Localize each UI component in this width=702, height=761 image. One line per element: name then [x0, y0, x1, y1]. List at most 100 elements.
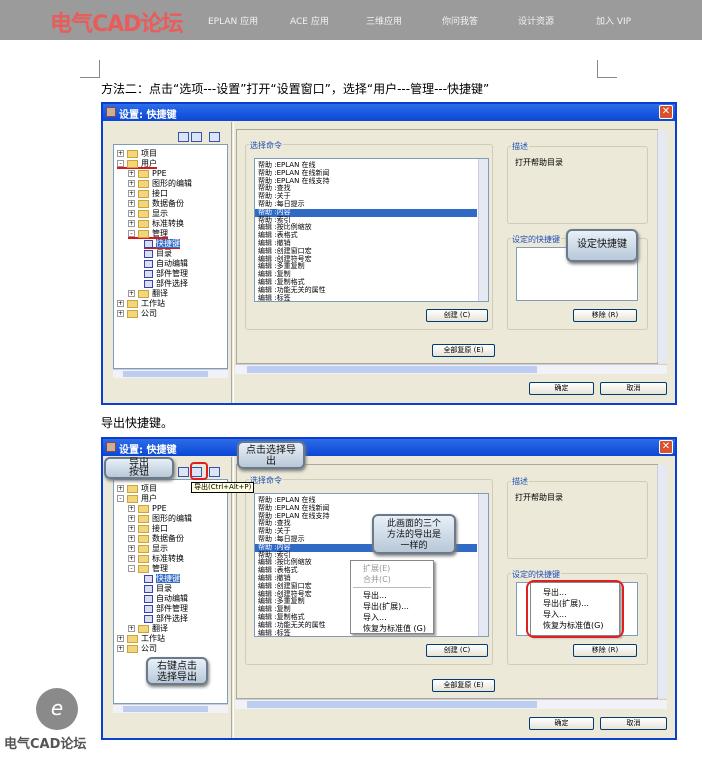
- vertical-scrollbar[interactable]: [657, 465, 667, 697]
- expander-icon[interactable]: +: [128, 290, 135, 297]
- command-item[interactable]: 编辑 :复制: [258, 605, 291, 614]
- tree-horizontal-scrollbar[interactable]: [113, 369, 228, 378]
- expander-icon[interactable]: -: [117, 160, 124, 167]
- command-item[interactable]: 编辑 :多重复制: [258, 597, 305, 606]
- tree-item[interactable]: +图形的编辑: [128, 179, 192, 189]
- expander-icon[interactable]: +: [117, 485, 124, 492]
- tree-item[interactable]: +显示: [128, 209, 168, 219]
- scrollbar-thumb[interactable]: [123, 371, 208, 377]
- expander-icon[interactable]: +: [128, 535, 135, 542]
- tree-item[interactable]: +公司: [117, 309, 157, 319]
- menu-item-export-extended[interactable]: 导出(扩展)...: [543, 599, 589, 608]
- command-list[interactable]: 帮助 :EPLAN 在线帮助 :EPLAN 在线新闻帮助 :EPLAN 在线支持…: [254, 158, 489, 302]
- command-item[interactable]: 编辑 :撤销: [258, 574, 291, 582]
- tree-item[interactable]: 目录: [144, 249, 172, 259]
- create-button[interactable]: 创建 (C): [426, 644, 488, 657]
- tree-item[interactable]: 自动编辑: [144, 594, 188, 604]
- pane-splitter[interactable]: [231, 122, 234, 403]
- expander-icon[interactable]: +: [128, 210, 135, 217]
- horizontal-scrollbar[interactable]: [235, 364, 667, 374]
- tree-item[interactable]: 自动编辑: [144, 259, 188, 269]
- create-button[interactable]: 创建 (C): [426, 309, 488, 322]
- tree-item[interactable]: +工作站: [117, 634, 165, 644]
- command-item[interactable]: 编辑 :复制格式: [258, 278, 305, 286]
- command-item[interactable]: 帮助 :EPLAN 在线支持: [258, 511, 330, 520]
- list-scrollbar[interactable]: [478, 159, 488, 301]
- command-item[interactable]: 编辑 :表格式: [258, 231, 298, 240]
- command-item[interactable]: 编辑 :按比例缩放: [258, 558, 312, 567]
- tree-item[interactable]: +PPE: [128, 504, 167, 514]
- horizontal-scrollbar[interactable]: [235, 699, 667, 709]
- close-button[interactable]: ✕: [659, 440, 673, 454]
- tree-item[interactable]: +翻译: [128, 624, 168, 634]
- tree-horizontal-scrollbar[interactable]: [113, 704, 228, 713]
- nav-resources[interactable]: 设计资源: [518, 17, 555, 27]
- menu-item-export[interactable]: 导出...: [363, 591, 387, 600]
- close-button[interactable]: ✕: [659, 105, 673, 119]
- command-item[interactable]: 编辑 :创建窗口宏: [258, 246, 312, 255]
- tree-item[interactable]: -管理: [128, 229, 168, 239]
- command-item[interactable]: 帮助 :关于: [258, 527, 291, 536]
- ok-button[interactable]: 确定: [529, 382, 594, 395]
- expander-icon[interactable]: +: [128, 170, 135, 177]
- command-item[interactable]: 帮助 :EPLAN 在线新闻: [258, 503, 330, 512]
- expander-icon[interactable]: +: [128, 220, 135, 227]
- toolbar-collapse-icon[interactable]: [178, 132, 189, 142]
- command-item[interactable]: 帮助 :每日提示: [258, 200, 305, 208]
- expander-icon[interactable]: +: [117, 150, 124, 157]
- settings-tree[interactable]: +项目-用户+PPE+图形的编辑+接口+数据备份+显示+标准转换-管理快捷键目录…: [113, 144, 228, 369]
- list-scrollbar[interactable]: [478, 494, 488, 636]
- tree-item[interactable]: 目录: [144, 584, 172, 594]
- cancel-button[interactable]: 取消: [600, 717, 667, 730]
- menu-item-export-extended[interactable]: 导出(扩展)...: [363, 602, 409, 611]
- command-item[interactable]: 帮助 :EPLAN 在线新闻: [258, 168, 330, 177]
- nav-ace[interactable]: ACE 应用: [290, 17, 329, 27]
- command-item[interactable]: 编辑 :标签: [258, 628, 291, 637]
- remove-button[interactable]: 移除 (R): [573, 644, 637, 657]
- tree-item[interactable]: +图形的编辑: [128, 514, 192, 524]
- nav-vip[interactable]: 加入 VIP: [596, 17, 632, 27]
- expander-icon[interactable]: -: [117, 495, 124, 502]
- tree-item[interactable]: -用户: [117, 159, 157, 169]
- cancel-button[interactable]: 取消: [600, 382, 667, 395]
- tree-item[interactable]: +翻译: [128, 289, 168, 299]
- toolbar-expand-icon[interactable]: [209, 132, 220, 142]
- tree-item[interactable]: +标准转换: [128, 219, 184, 229]
- tree-item[interactable]: +接口: [128, 189, 168, 199]
- command-item[interactable]: 编辑 :创建符号宏: [258, 589, 312, 598]
- tree-item[interactable]: +显示: [128, 544, 168, 554]
- expander-icon[interactable]: +: [117, 310, 124, 317]
- command-item[interactable]: 帮助 :索引: [258, 550, 291, 559]
- nav-3d[interactable]: 三维应用: [366, 17, 403, 27]
- tree-item[interactable]: +工作站: [117, 299, 165, 309]
- command-item[interactable]: 编辑 :表格式: [258, 566, 298, 575]
- toolbar-expand-icon[interactable]: [209, 467, 220, 477]
- command-item[interactable]: 编辑 :创建符号宏: [258, 254, 312, 263]
- tree-item[interactable]: +公司: [117, 644, 157, 654]
- command-item[interactable]: 编辑 :标签: [258, 293, 291, 302]
- tree-item[interactable]: +数据备份: [128, 534, 184, 544]
- command-item[interactable]: 帮助 :查找: [258, 184, 291, 193]
- nav-qa[interactable]: 你问我答: [442, 17, 479, 27]
- restore-all-button[interactable]: 全部复原 (E): [432, 679, 495, 692]
- command-item[interactable]: 帮助 :EPLAN 在线支持: [258, 176, 330, 185]
- tree-item[interactable]: +数据备份: [128, 199, 184, 209]
- toolbar-collapse-icon[interactable]: [178, 467, 189, 477]
- command-item[interactable]: 编辑 :功能无关的属性: [258, 620, 326, 629]
- command-item[interactable]: 编辑 :按比例缩放: [258, 223, 312, 232]
- expander-icon[interactable]: +: [128, 525, 135, 532]
- tree-item[interactable]: 部件选择: [144, 614, 188, 624]
- expander-icon[interactable]: -: [128, 565, 135, 572]
- command-item[interactable]: 帮助 :内容: [255, 208, 477, 217]
- expander-icon[interactable]: +: [128, 515, 135, 522]
- site-logo[interactable]: 电气CAD论坛: [50, 12, 183, 37]
- expander-icon[interactable]: +: [128, 505, 135, 512]
- expander-icon[interactable]: +: [128, 180, 135, 187]
- command-item[interactable]: 帮助 :EPLAN 在线: [258, 496, 316, 504]
- expander-icon[interactable]: +: [128, 625, 135, 632]
- command-item[interactable]: 编辑 :功能无关的属性: [258, 285, 326, 294]
- menu-item-restore-default[interactable]: 恢复为标准值 (G): [363, 624, 426, 633]
- command-item[interactable]: 帮助 :EPLAN 在线: [258, 161, 316, 169]
- tree-item[interactable]: +项目: [117, 149, 157, 159]
- command-item[interactable]: 编辑 :复制: [258, 270, 291, 279]
